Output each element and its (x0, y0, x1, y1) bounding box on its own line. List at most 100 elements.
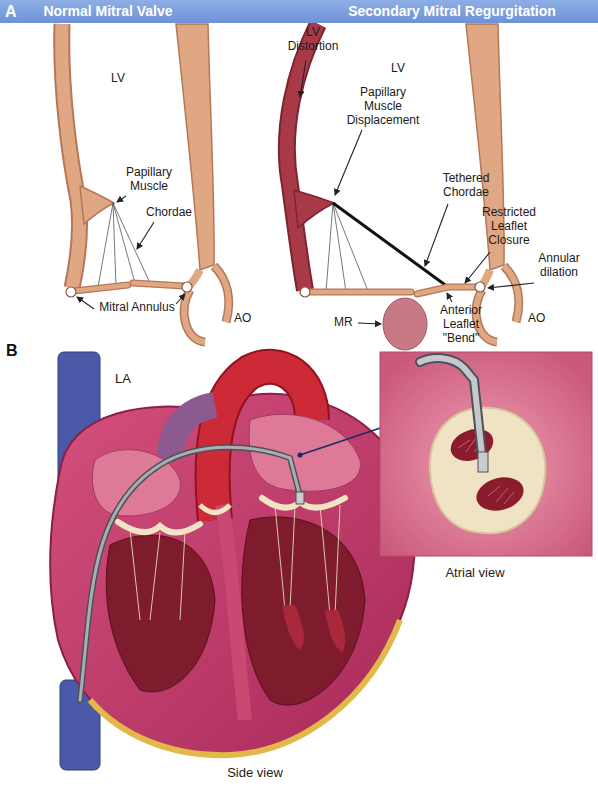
chamber-label: LV (385, 62, 411, 76)
chordae (290, 505, 295, 610)
chorda (113, 203, 116, 286)
posterior-leaflet (308, 289, 411, 296)
tricuspid-leaflets (118, 522, 200, 533)
part-label: Papillary Muscle (120, 166, 178, 194)
annulus-ring (300, 287, 310, 297)
inset-frame (380, 352, 592, 556)
chordae (335, 505, 340, 615)
atrial-view-inset (380, 352, 592, 556)
clip-device (296, 492, 304, 504)
part-label: Tethered Chordae (436, 172, 496, 200)
panel-letter: B (6, 342, 26, 360)
chordae (150, 532, 160, 620)
anterior-leaflet (417, 287, 477, 294)
anterior-leaflet (133, 283, 184, 286)
distorted-lv-wall (287, 24, 318, 290)
leader-arrow (77, 297, 94, 309)
annulus-ring (66, 287, 76, 297)
delivery-catheter (80, 447, 300, 700)
part-label: Restricted Leaflet Closure (478, 206, 540, 247)
chamber-label: LV (105, 72, 131, 86)
posterior-leaflet (74, 285, 128, 291)
header-text: Secondary Mitral Regurgitation (348, 0, 556, 23)
leader-arrow (425, 204, 448, 266)
anterior-leaflet (417, 287, 477, 294)
chamber-label: LA (115, 372, 143, 387)
chorda (113, 203, 150, 283)
regurgitant-jet (383, 298, 427, 350)
part-label: AO (528, 312, 554, 326)
leader-arrow (137, 222, 154, 249)
clip-device (478, 452, 488, 472)
chordae (320, 505, 330, 615)
leader-arrow (300, 60, 306, 97)
chorda (333, 203, 346, 292)
delivery-catheter (80, 447, 300, 700)
panel-letter: A (5, 3, 23, 21)
aortic-root (504, 266, 519, 322)
chorda (98, 203, 113, 287)
aortic-root (214, 266, 229, 322)
posterior-leaflet (74, 285, 128, 291)
secondary-mr-drawing (287, 24, 519, 350)
valve-orifice (446, 423, 498, 466)
distorted-lv-wall (287, 24, 318, 290)
catheter-tip (420, 358, 482, 455)
part-label: LV Distortion (282, 26, 344, 54)
leader-arrow (335, 130, 362, 195)
papillary-muscle (294, 190, 334, 228)
part-label: Annular dilation (530, 252, 588, 280)
aortic-root (504, 266, 519, 322)
leader-arrow (176, 294, 185, 304)
orifice-chordae (496, 488, 508, 502)
heart-illustration (50, 352, 415, 770)
orifice-chordae (458, 440, 470, 448)
posterior-leaflet (308, 290, 411, 295)
orifice-chordae (504, 492, 514, 504)
anterior-leaflet (133, 283, 184, 286)
zoom-leader (298, 453, 303, 458)
orifice-chordae (488, 486, 500, 496)
valve-orifice (473, 472, 528, 515)
chordae (130, 530, 140, 620)
normal-valve-drawing (62, 24, 229, 342)
septal-wall (176, 24, 214, 270)
tethered-chorda (333, 203, 448, 287)
chordae (180, 532, 185, 620)
leader-arrow (117, 196, 126, 202)
papillary-muscle (325, 610, 345, 652)
chordae (275, 505, 285, 610)
leader-arrows (77, 60, 534, 324)
part-label: Chordae (146, 206, 196, 220)
left-ventricle (242, 517, 365, 705)
chordae (130, 505, 340, 620)
chorda (326, 203, 333, 292)
annulus-ring (475, 282, 485, 292)
part-label: AO (234, 312, 260, 326)
aortic-root (184, 290, 205, 342)
leader-arrow (447, 293, 452, 302)
orifice-chordae (466, 438, 476, 452)
papillary-muscle (80, 186, 114, 224)
lv-wall (62, 24, 80, 288)
part-label: Papillary Muscle Displacement (342, 86, 424, 127)
header-band: Normal Mitral Valve Secondary Mitral Regu… (0, 0, 598, 23)
view-caption: Atrial view (430, 566, 520, 581)
mitral-annulus (430, 408, 545, 533)
header-text: Normal Mitral Valve (43, 0, 172, 23)
view-caption: Side view (210, 766, 300, 781)
papillary-muscle (282, 605, 304, 650)
part-label: Mitral Annulus (92, 301, 182, 315)
catheter-tip (420, 358, 482, 455)
leader-arrow (358, 323, 381, 324)
lv-wall (62, 24, 80, 288)
part-label: MR (334, 316, 358, 330)
heart-body (50, 394, 415, 755)
aortic-valve (200, 505, 230, 513)
septum (222, 505, 245, 720)
aortic-root (184, 290, 205, 342)
right-ventricle (106, 535, 215, 692)
